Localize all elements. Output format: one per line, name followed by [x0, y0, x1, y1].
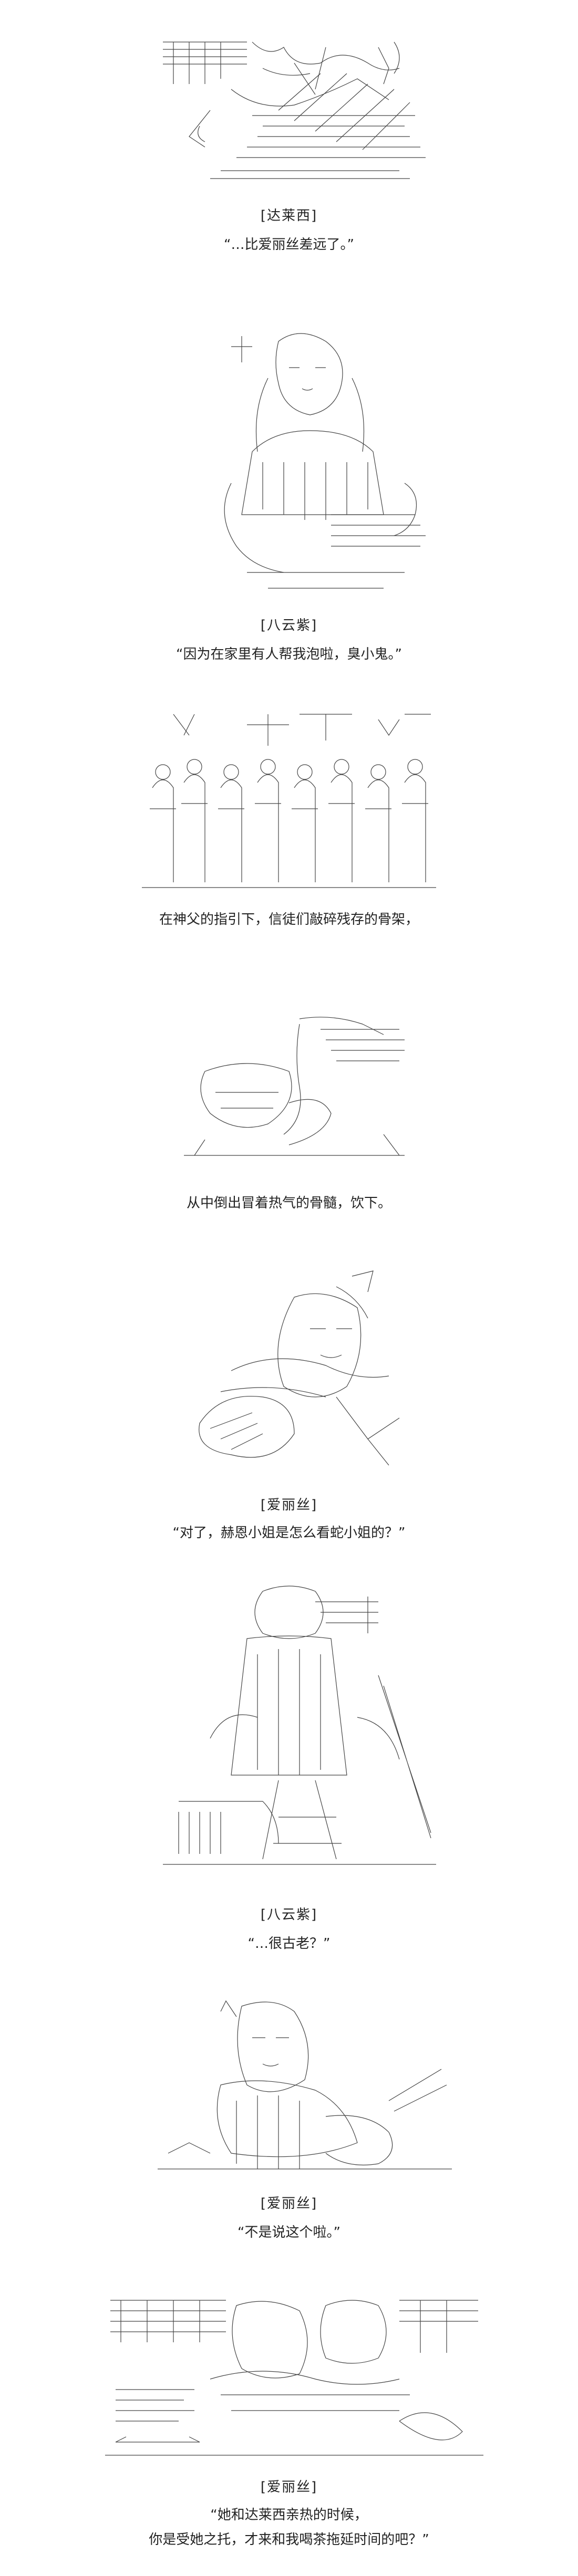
ascii-art-darcy-lake: [158, 32, 431, 189]
dialogue-line: “…很古老？”: [247, 1936, 331, 1952]
dialogue-line: “…比爱丽丝差远了。”: [224, 237, 354, 253]
panel-3: 在神父的指引下，信徒们敲碎残存的骨架，: [0, 698, 578, 993]
panel-8: [爱丽丝] “她和达莱西亲热的时候， 你是受她之托，才来和我喝茶拖延时间的吧？”: [0, 2285, 578, 2576]
ascii-art-crowd-of-people: [142, 709, 436, 903]
speaker-name: [爱丽丝]: [260, 2196, 318, 2212]
narration-line: 从中倒出冒着热气的骨髓，饮下。: [186, 1195, 391, 1211]
speaker-name: [八云紫]: [260, 1907, 318, 1923]
narration-line: 在神父的指引下，信徒们敲碎残存的骨架，: [159, 912, 419, 927]
speaker-name: [爱丽丝]: [260, 1497, 318, 1513]
ascii-art-drinking-tea: [173, 1008, 415, 1166]
dialogue-line: “她和达莱西亲热的时候，: [210, 2507, 368, 2523]
ascii-art-yukari-sitting: [194, 326, 436, 599]
panel-7: [爱丽丝] “不是说这个啦。”: [0, 1980, 578, 2274]
ascii-art-library-scene: [105, 2290, 483, 2463]
ascii-art-alice-hand: [179, 1266, 431, 1476]
speaker-name: [达莱西]: [260, 208, 318, 224]
dialogue-line: 你是受她之托，才来和我喝茶拖延时间的吧？”: [149, 2532, 429, 2548]
ascii-art-alice-with-cup: [158, 1996, 452, 2179]
dialogue-line: “不是说这个啦。”: [238, 2225, 340, 2240]
panel-2: [八云紫] “因为在家里有人帮我泡啦，臭小鬼。”: [0, 305, 578, 683]
panel-6: [八云紫] “…很古老？”: [0, 1570, 578, 1969]
panel-4: 从中倒出冒着热气的骨髓，饮下。: [0, 998, 578, 1234]
dialogue-line: “对了，赫恩小姐是怎么看蛇小姐的？”: [172, 1525, 406, 1541]
ascii-art-yukari-sweeping: [158, 1581, 441, 1875]
speaker-name: [八云紫]: [260, 618, 318, 633]
speaker-name: [爱丽丝]: [260, 2479, 318, 2495]
panel-5: [爱丽丝] “对了，赫恩小姐是怎么看蛇小姐的？”: [0, 1245, 578, 1560]
dialogue-line: “因为在家里有人帮我泡啦，臭小鬼。”: [176, 646, 402, 662]
panel-1: [达莱西] “…比爱丽丝差远了。”: [0, 0, 578, 263]
